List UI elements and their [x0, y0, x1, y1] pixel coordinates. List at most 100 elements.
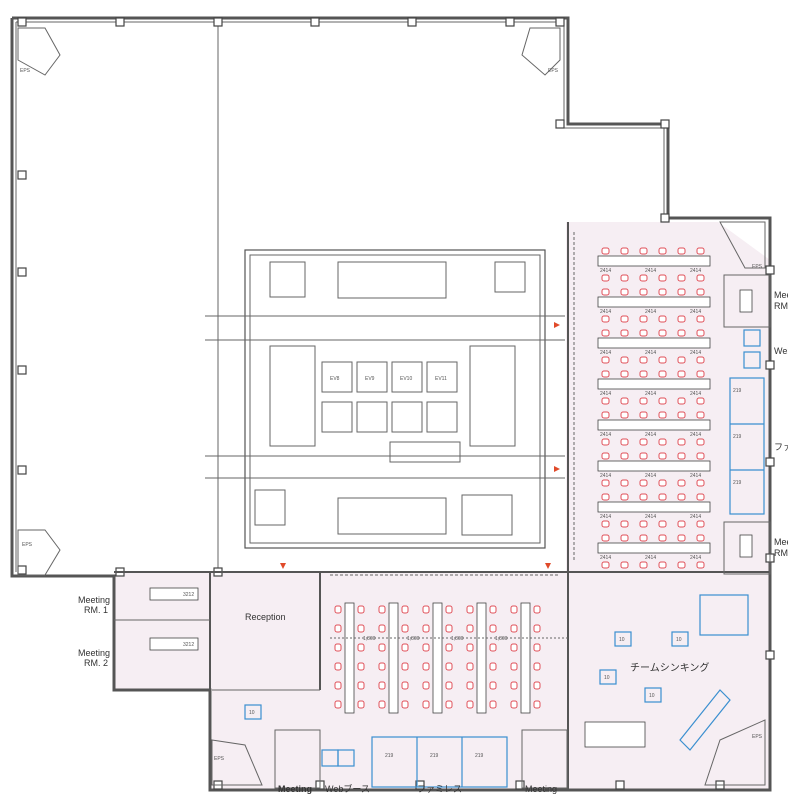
booth-code: 219	[475, 753, 484, 759]
desk-code: 2414	[645, 473, 656, 479]
chair	[639, 534, 648, 542]
chair	[677, 397, 686, 405]
chair	[639, 561, 648, 569]
chair	[601, 561, 610, 569]
chair	[334, 681, 342, 690]
desk-code: 2414	[645, 391, 656, 397]
desk-code: 2414	[645, 555, 656, 561]
chair	[401, 643, 409, 652]
chair	[601, 288, 610, 296]
chair	[357, 700, 365, 709]
chair	[658, 520, 667, 528]
chair	[601, 274, 610, 282]
chair	[639, 288, 648, 296]
desk-code: 2414	[600, 268, 611, 274]
chair	[401, 700, 409, 709]
chair	[658, 561, 667, 569]
chair	[601, 411, 610, 419]
column	[555, 17, 565, 27]
chair	[601, 329, 610, 337]
chair	[658, 397, 667, 405]
chair	[620, 438, 629, 446]
chair	[658, 411, 667, 419]
chair	[639, 493, 648, 501]
label-right-meeting-bottom: Mee	[774, 537, 788, 547]
desk-column	[476, 602, 487, 714]
chair	[378, 605, 386, 614]
dimension-label: 1,800	[363, 636, 376, 642]
column	[17, 365, 27, 375]
chair	[601, 452, 610, 460]
chair	[445, 700, 453, 709]
chair	[677, 438, 686, 446]
round-table	[614, 631, 632, 647]
desk-row	[597, 419, 711, 431]
column	[310, 17, 320, 27]
chair	[639, 397, 648, 405]
chair	[639, 452, 648, 460]
booth-code: 219	[733, 480, 742, 486]
desk-code: 2414	[690, 391, 701, 397]
chair	[466, 643, 474, 652]
desk-code: 2414	[645, 309, 656, 315]
chair	[677, 561, 686, 569]
chair	[334, 700, 342, 709]
label-meeting-rm1-num: RM. 1	[84, 605, 108, 615]
eps-label: EPS	[548, 68, 559, 74]
desk-row	[597, 296, 711, 308]
eps-label: EPS	[214, 756, 225, 762]
chair	[677, 329, 686, 337]
chair	[696, 452, 705, 460]
desk-row	[597, 337, 711, 349]
table-code: 3212	[183, 642, 194, 648]
chair	[696, 315, 705, 323]
chair	[696, 397, 705, 405]
chair	[696, 561, 705, 569]
chair	[658, 247, 667, 255]
desk-row	[597, 542, 711, 554]
chair	[533, 662, 541, 671]
chair	[696, 274, 705, 282]
office-area	[114, 222, 770, 790]
chair	[639, 411, 648, 419]
chair	[658, 288, 667, 296]
chair	[639, 479, 648, 487]
eps-corners: EPS EPS EPS EPS EPS EPS	[17, 27, 766, 786]
chair	[639, 329, 648, 337]
chair	[696, 247, 705, 255]
chair	[334, 662, 342, 671]
chair	[401, 662, 409, 671]
chair	[639, 356, 648, 364]
exterior-wall	[10, 16, 772, 792]
chair	[696, 411, 705, 419]
label-team-thinking: チームシンキング	[630, 661, 709, 674]
chair	[677, 479, 686, 487]
chair	[658, 356, 667, 364]
chair	[510, 662, 518, 671]
desk-code: 2414	[600, 432, 611, 438]
elevator-car	[391, 361, 423, 393]
elevator-car	[426, 401, 458, 433]
chair	[445, 605, 453, 614]
column	[515, 780, 525, 790]
desk-code: 2414	[690, 432, 701, 438]
chair	[620, 247, 629, 255]
chair	[696, 288, 705, 296]
chair	[489, 681, 497, 690]
eps-label: EPS	[752, 734, 763, 740]
chair	[696, 534, 705, 542]
chair	[620, 274, 629, 282]
chair	[422, 700, 430, 709]
chair	[677, 288, 686, 296]
desk-code: 2414	[600, 309, 611, 315]
label-meeting-rm1: Meeting	[78, 595, 110, 605]
chair	[357, 643, 365, 652]
label-reception: Reception	[245, 612, 286, 622]
chair	[620, 411, 629, 419]
chair	[677, 520, 686, 528]
chair	[601, 370, 610, 378]
column	[555, 119, 565, 129]
chair	[601, 397, 610, 405]
table-code: 10	[676, 637, 682, 643]
